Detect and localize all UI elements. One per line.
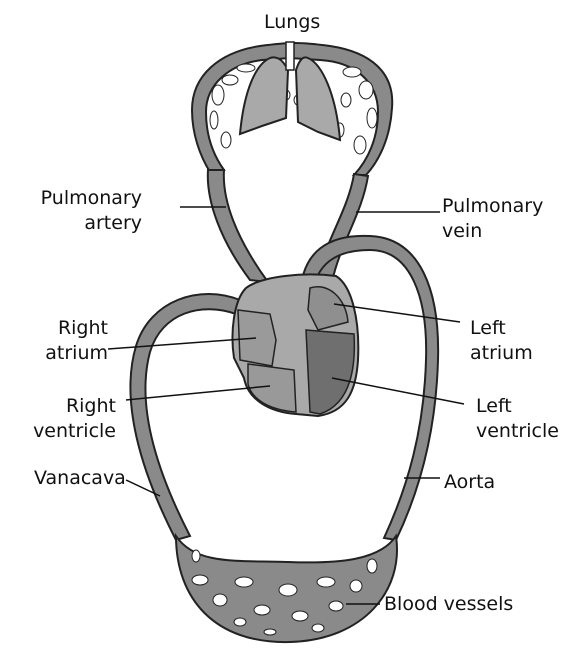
label-left-atrium-line2: atrium	[470, 342, 533, 364]
label-lungs: Lungs	[264, 10, 320, 35]
label-lungs-text: Lungs	[264, 11, 321, 33]
leader-vanacava	[125, 479, 161, 497]
leader-left-atrium	[333, 303, 461, 323]
heart	[231, 273, 360, 418]
label-aorta: Aorta	[444, 470, 495, 495]
label-pulmonary-artery-line1: Pulmonary	[40, 187, 142, 209]
label-left-ventricle: Left ventricle	[476, 394, 559, 444]
label-left-atrium-line1: Left	[470, 317, 506, 339]
label-pulmonary-vein-line2: vein	[442, 220, 483, 242]
label-right-atrium-line1: Right	[57, 317, 108, 339]
label-left-atrium: Left atrium	[470, 316, 533, 366]
label-pulmonary-vein: Pulmonary vein	[442, 194, 543, 244]
left-atrium-shape	[307, 286, 349, 331]
body-capillary-network	[174, 532, 398, 644]
label-right-ventricle-line2: ventricle	[33, 420, 116, 442]
pulmonary-artery-vessel	[206, 169, 271, 284]
label-vanacava-text: Vanacava	[34, 467, 126, 489]
label-left-ventricle-line2: ventricle	[476, 420, 559, 442]
leader-left-ventricle	[331, 377, 465, 405]
right-ventricle-shape	[247, 363, 297, 413]
label-pulmonary-vein-line1: Pulmonary	[442, 195, 544, 217]
label-right-atrium: Right atrium	[40, 316, 108, 366]
label-pulmonary-artery: Pulmonary artery	[36, 186, 142, 236]
leader-right-atrium	[107, 337, 257, 350]
vanacava-vessel	[129, 292, 242, 542]
label-right-atrium-line2: atrium	[45, 342, 108, 364]
label-right-ventricle: Right ventricle	[30, 394, 116, 444]
label-blood-vessels-text: Blood vessels	[384, 593, 514, 615]
right-atrium-shape	[237, 309, 277, 367]
lungs-organ	[238, 41, 342, 142]
label-left-ventricle-line1: Left	[476, 395, 512, 417]
leader-right-ventricle	[125, 385, 271, 401]
label-aorta-text: Aorta	[444, 471, 496, 493]
left-ventricle-shape	[305, 329, 356, 415]
label-vanacava: Vanacava	[34, 466, 126, 491]
label-right-ventricle-line1: Right	[65, 395, 116, 417]
label-pulmonary-artery-line2: artery	[84, 212, 142, 234]
label-blood-vessels: Blood vessels	[384, 592, 513, 617]
